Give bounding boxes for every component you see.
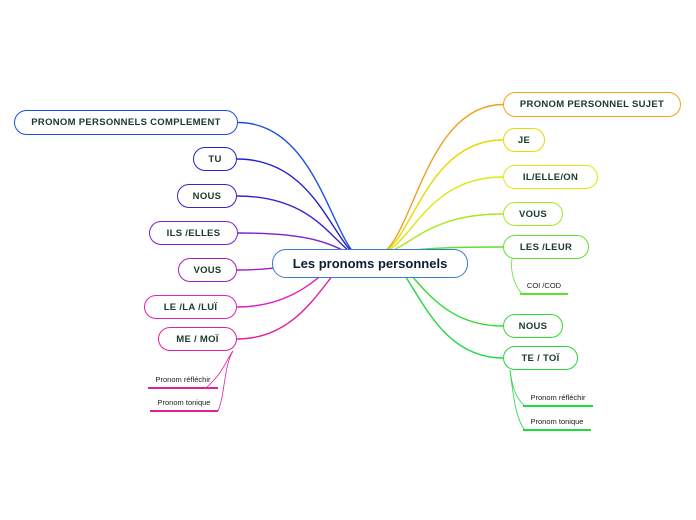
node-vous-left[interactable]: VOUS xyxy=(178,258,237,282)
central-topic[interactable]: Les pronoms personnels xyxy=(272,249,468,278)
node-nous-right[interactable]: NOUS xyxy=(503,314,563,338)
node-il-elle-on[interactable]: IL/ELLE/ON xyxy=(503,165,598,189)
leaf-te-toi-tonique[interactable]: Pronom tonique xyxy=(523,417,591,431)
node-ils-elles[interactable]: ILS /ELLES xyxy=(149,221,238,245)
leaf-les-leur-coi-cod[interactable]: COI /COD xyxy=(520,281,568,295)
node-le-la-lui[interactable]: LE /LA /LUÏ xyxy=(144,295,237,319)
connector-leaf-2 xyxy=(511,258,523,295)
node-pronom-personnels-complement[interactable]: PRONOM PERSONNELS COMPLEMENT xyxy=(14,110,238,135)
connector-leaf-4 xyxy=(509,369,526,431)
node-vous-right[interactable]: VOUS xyxy=(503,202,563,226)
node-nous-left[interactable]: NOUS xyxy=(177,184,237,208)
leaf-me-moi-reflechir[interactable]: Pronom réfléchir xyxy=(148,375,218,389)
node-me-moi[interactable]: ME / MOÏ xyxy=(158,327,237,351)
connector-leaf-1 xyxy=(217,350,234,412)
connector-right-1 xyxy=(376,139,504,256)
node-je[interactable]: JE xyxy=(503,128,545,152)
connector-left-0 xyxy=(237,121,363,261)
node-te-toi[interactable]: TE / TOÏ xyxy=(503,346,578,370)
connector-right-0 xyxy=(376,103,504,256)
node-tu[interactable]: TU xyxy=(193,147,237,171)
leaf-te-toi-reflechir[interactable]: Pronom réfléchir xyxy=(523,393,593,407)
node-pronom-personnel-sujet[interactable]: PRONOM PERSONNEL SUJET xyxy=(503,92,681,117)
node-les-leur[interactable]: LES /LEUR xyxy=(503,235,589,259)
leaf-me-moi-tonique[interactable]: Pronom tonique xyxy=(150,398,218,412)
connector-right-2 xyxy=(376,176,504,256)
